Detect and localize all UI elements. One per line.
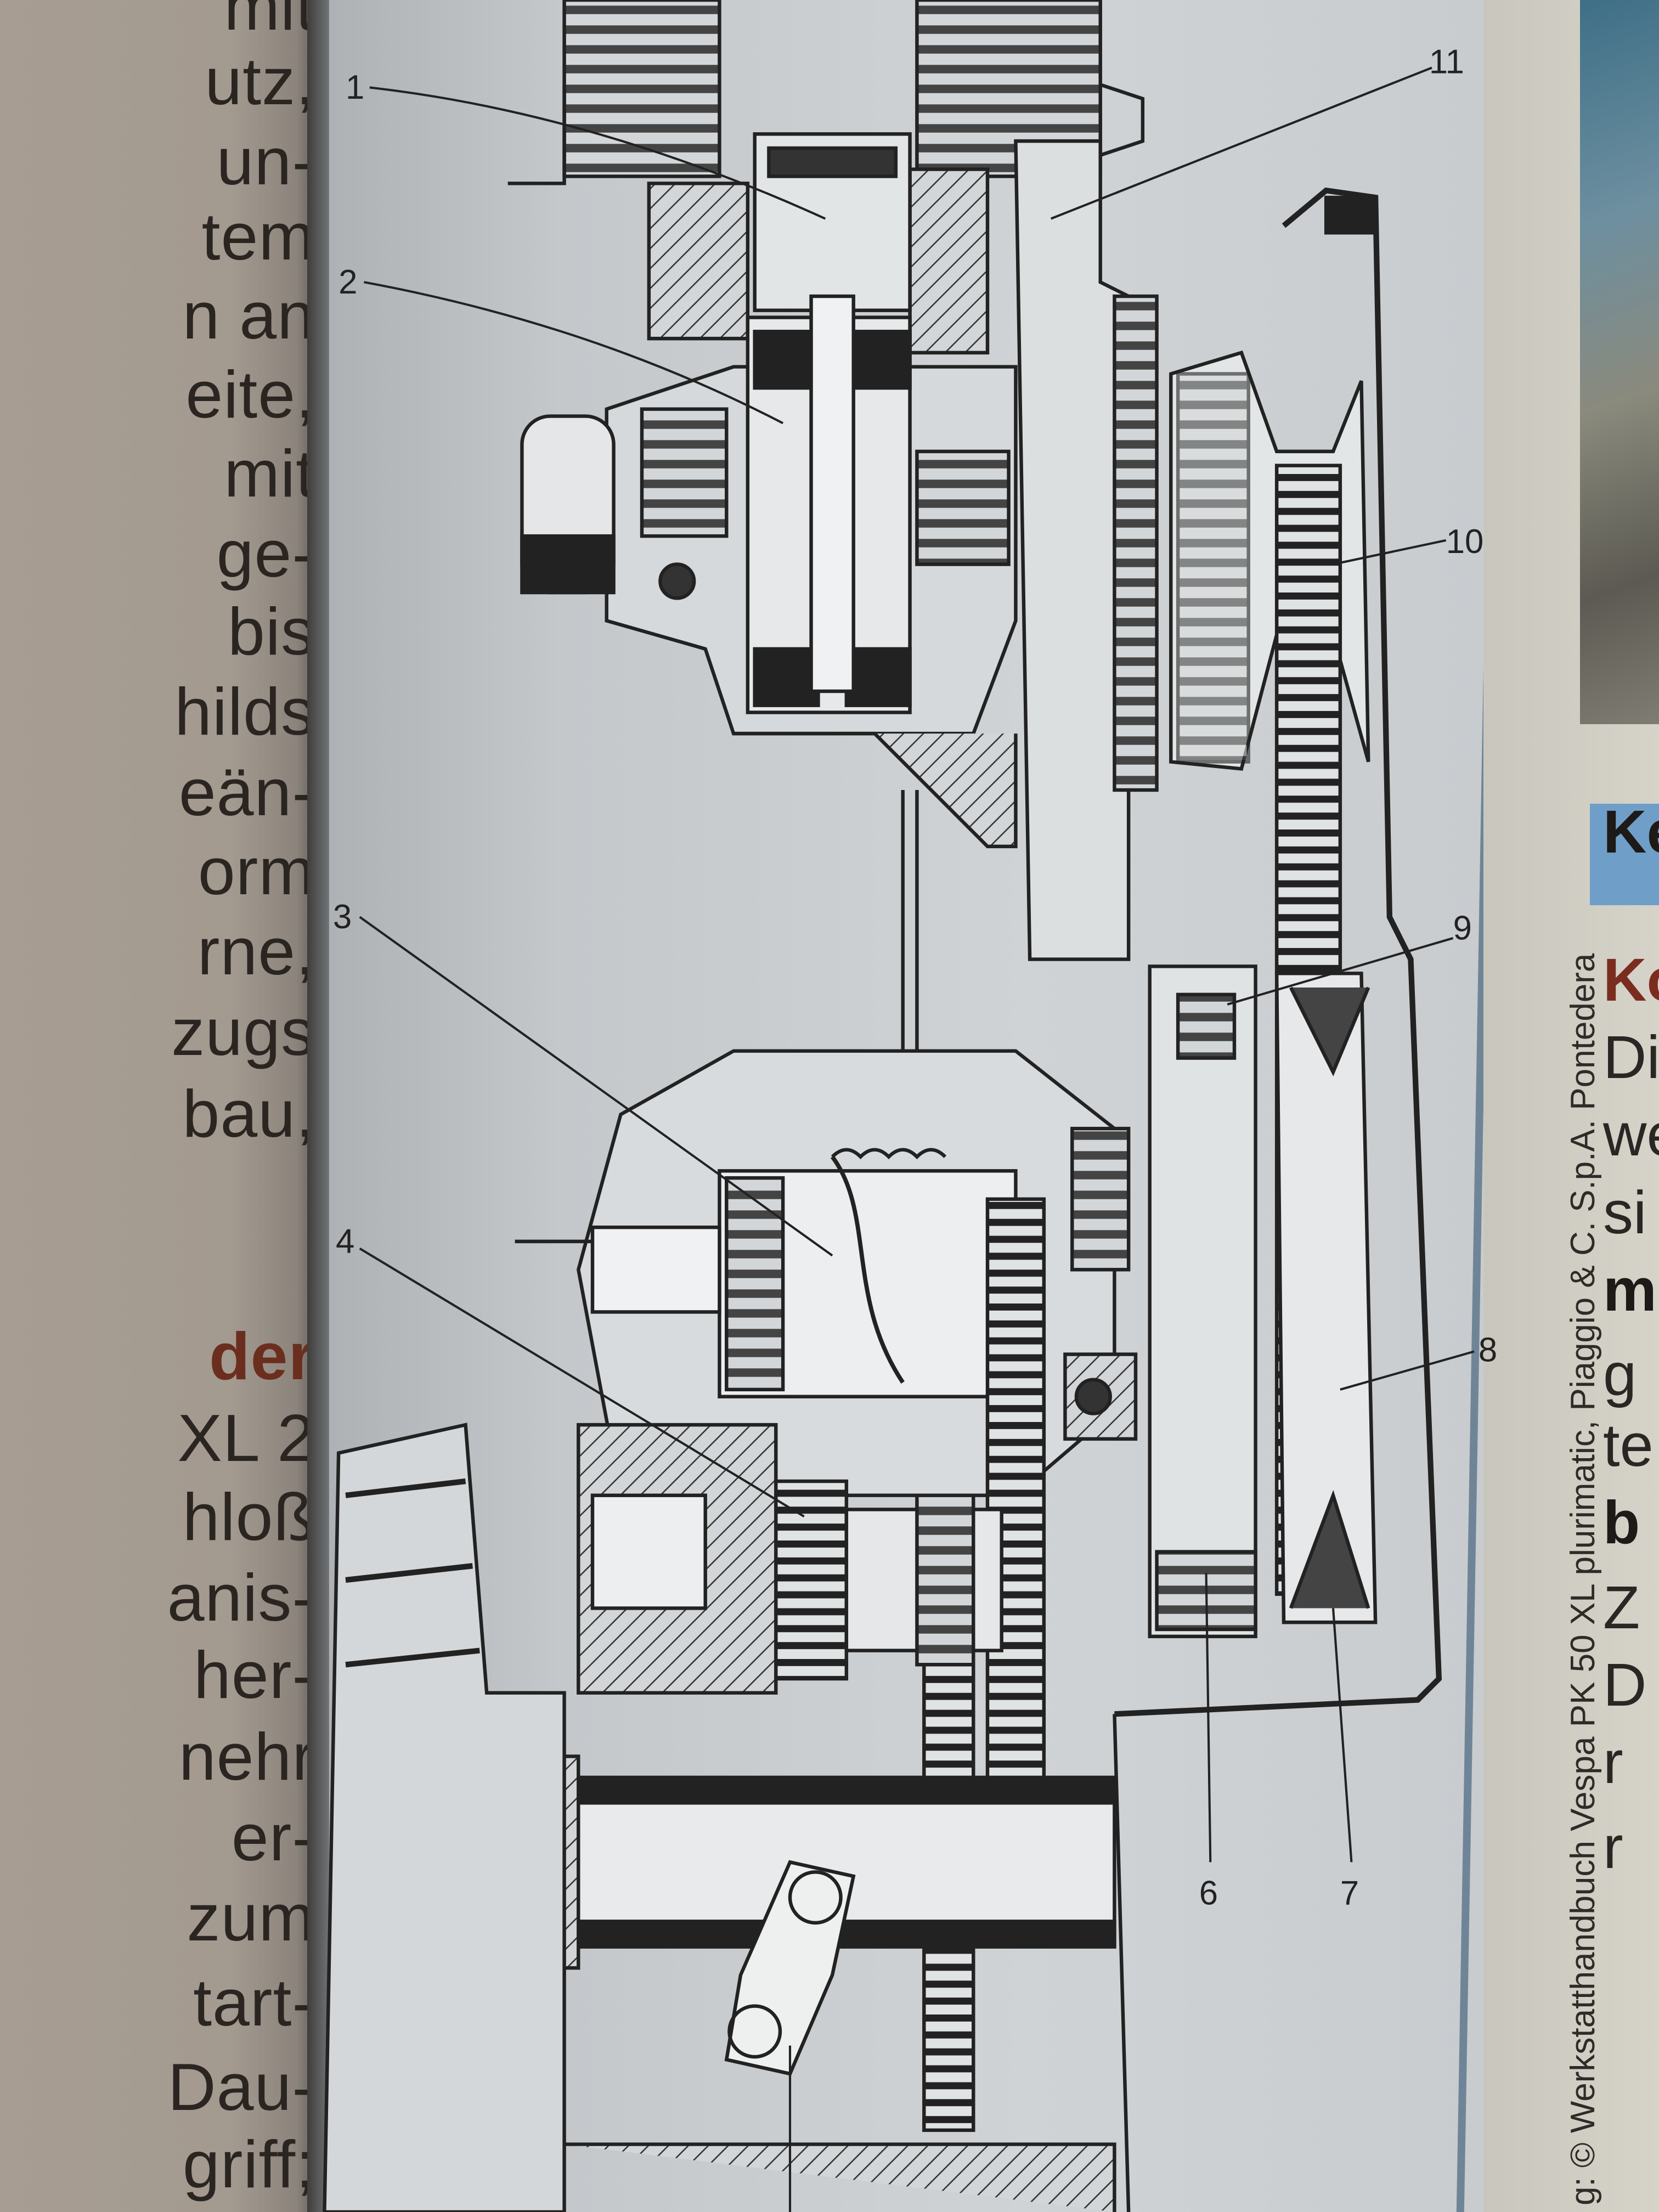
left-subheading: der <box>209 1319 315 1393</box>
left-text-line: mit <box>224 436 315 511</box>
right-text-line: g <box>1603 1341 1637 1409</box>
right-text-line: Z <box>1603 1573 1640 1641</box>
left-text-line: tem <box>201 199 315 274</box>
left-text-line: tart- <box>193 1965 315 2040</box>
left-text-line: eän- <box>178 754 315 830</box>
left-text-line: hloß <box>182 1480 315 1555</box>
left-text-line: nehr <box>178 1719 315 1795</box>
left-text-line: hilds <box>174 674 315 749</box>
right-text-line: r <box>1603 1813 1623 1881</box>
section-heading: Ke <box>1603 798 1659 866</box>
diagram-page <box>329 0 1492 2212</box>
right-text-line: r <box>1603 1729 1623 1797</box>
right-text-line: m <box>1603 1256 1657 1324</box>
left-text-line: anis- <box>167 1560 315 1635</box>
subheading: Ko <box>1603 946 1659 1014</box>
left-text-line: bis <box>228 594 315 669</box>
left-text-line: bau, <box>182 1076 315 1151</box>
left-text-line: orm <box>198 833 315 909</box>
left-text-line: mit <box>224 0 315 44</box>
left-text-line: rne, <box>197 914 315 989</box>
left-text-line: utz, <box>205 43 315 119</box>
right-text-line: te <box>1603 1411 1654 1479</box>
left-text-line: XL 2 <box>177 1401 315 1476</box>
left-text-line: er- <box>231 1799 315 1875</box>
left-text-line: zum <box>187 1880 315 1955</box>
left-text-line: zugs <box>171 994 315 1069</box>
left-text-line: griff; <box>182 2127 315 2202</box>
left-text-line: ge- <box>216 516 315 591</box>
image-caption: g: © Werkstatthandbuch Vespa PK 50 XL pl… <box>1564 953 1602 2205</box>
left-text-line: un- <box>216 124 315 199</box>
section-heading-box <box>1590 804 1659 905</box>
photo-corner <box>1580 0 1659 724</box>
left-text-line: n an <box>182 278 315 353</box>
left-book-page <box>0 0 329 2212</box>
right-text-line: we <box>1603 1101 1659 1169</box>
right-text-line: b <box>1603 1489 1640 1557</box>
left-text-line: eite, <box>185 357 315 432</box>
right-text-line: Di <box>1603 1023 1659 1091</box>
right-text-line: D <box>1603 1651 1647 1719</box>
left-text-line: Dau- <box>167 2049 315 2124</box>
left-text-line: her- <box>194 1638 315 1713</box>
right-text-line: si <box>1603 1178 1647 1246</box>
